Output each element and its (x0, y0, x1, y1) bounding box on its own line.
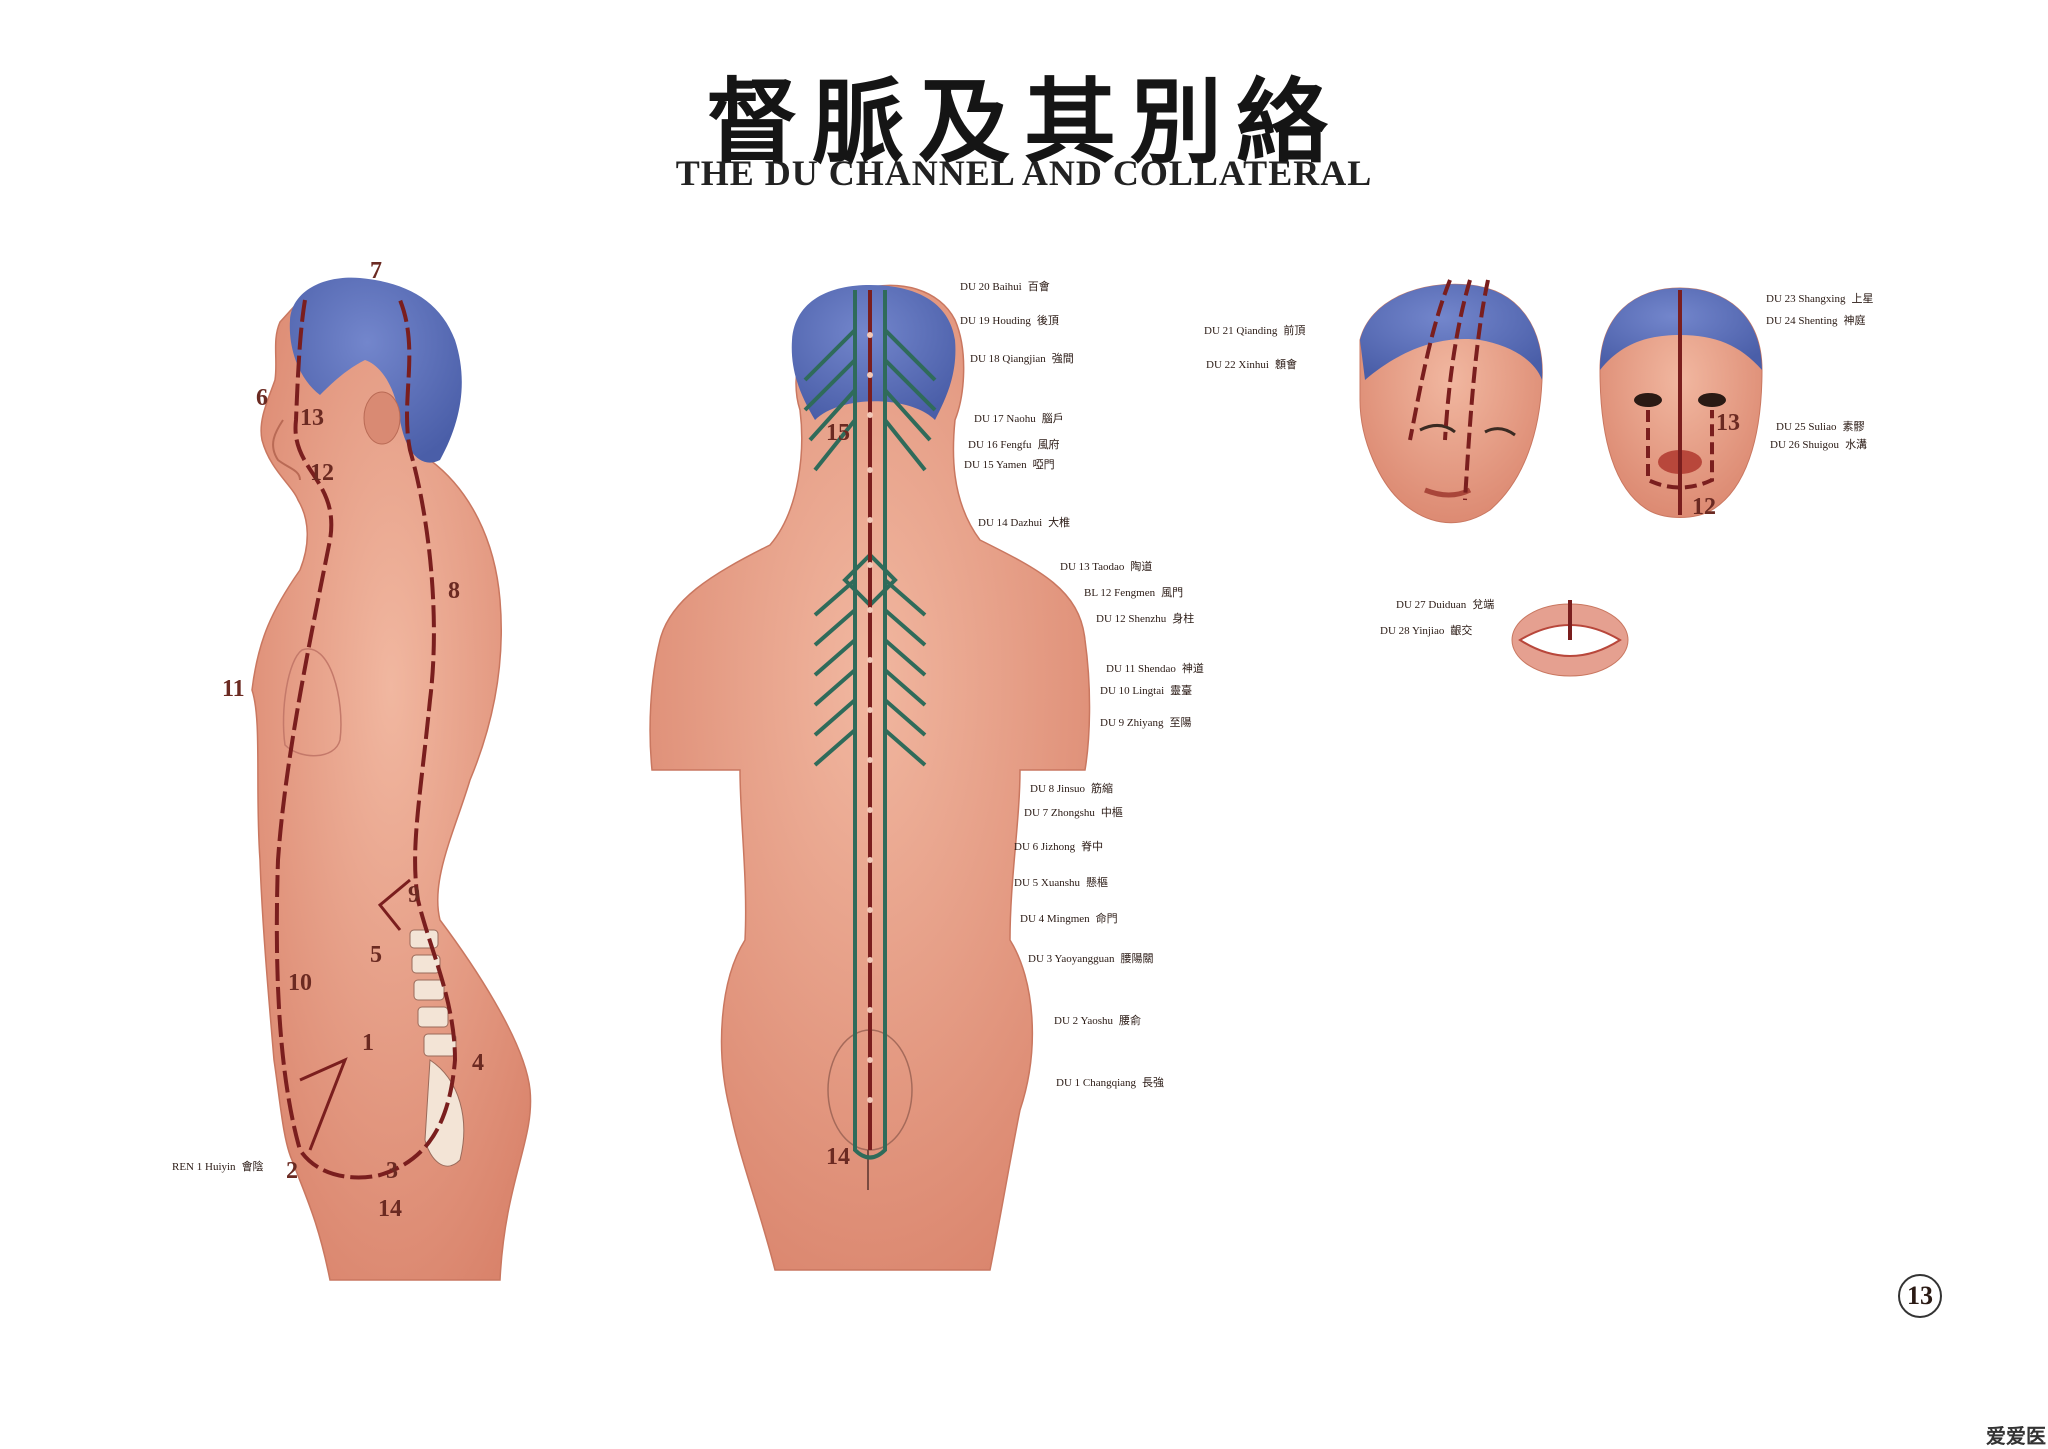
back-number: 15 (826, 420, 850, 446)
title-chinese: 督脈及其別絡 (705, 68, 1342, 176)
title-english: THE DU CHANNEL AND COLLATERAL (675, 153, 1373, 193)
watermark: 爱爱医 (1986, 1424, 2046, 1448)
page-number: 13 (1898, 1274, 1942, 1318)
side-figure (251, 277, 532, 1281)
back-number: 14 (826, 1144, 850, 1170)
side-number: 4 (472, 1050, 484, 1076)
face-number: 12 (1692, 494, 1716, 520)
side-number: 12 (310, 460, 334, 486)
side-number: 8 (448, 578, 460, 604)
side-number: 7 (370, 258, 382, 284)
back-figure (649, 284, 1091, 1271)
face-three-quarter (1359, 279, 1543, 524)
face-number: 13 (1716, 410, 1740, 436)
side-number: 14 (378, 1196, 402, 1222)
side-number: 2 (286, 1158, 298, 1184)
side-number: 1 (362, 1030, 374, 1056)
lips (1511, 600, 1629, 677)
side-number: 3 (386, 1158, 398, 1184)
side-number: 13 (300, 405, 324, 431)
side-number: 9 (408, 882, 420, 908)
side-number: 5 (370, 942, 382, 968)
side-number: 6 (256, 385, 268, 411)
side-number: 11 (222, 676, 245, 702)
face-front (1599, 287, 1763, 518)
side-number: 10 (288, 970, 312, 996)
